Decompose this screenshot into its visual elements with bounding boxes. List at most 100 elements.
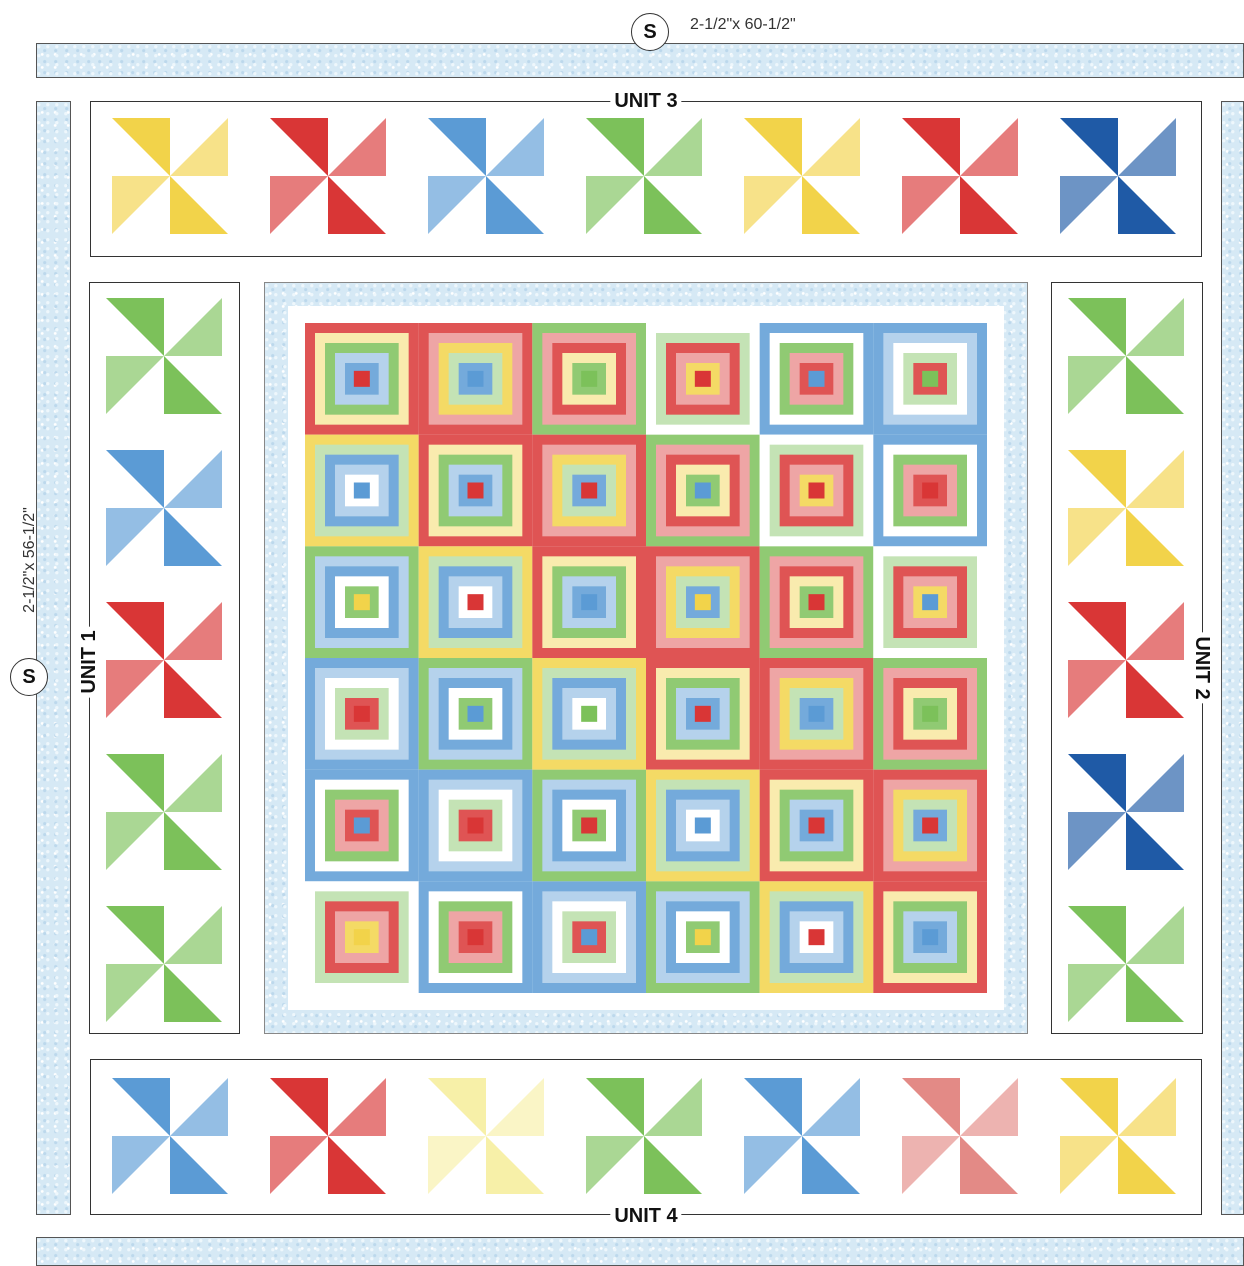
log-cabin-block [419, 770, 533, 882]
unit-3-pinwheel-block [902, 118, 1018, 234]
pinwheel-blade [586, 1078, 644, 1136]
pinwheel-blade [106, 356, 164, 414]
block-center-square [468, 483, 484, 499]
pinwheel-blade [802, 1078, 860, 1136]
unit-2-pinwheel-block [1068, 602, 1184, 718]
pinwheel-blade [106, 508, 164, 566]
block-center-square [922, 594, 938, 610]
block-center-square [354, 818, 370, 834]
pinwheel-blade [170, 176, 228, 234]
pinwheel-blade [744, 1136, 802, 1194]
block-center-square [354, 371, 370, 387]
pinwheel-blade [170, 1136, 228, 1194]
pinwheel-blade [1068, 356, 1126, 414]
pinwheel-blade [1060, 118, 1118, 176]
pinwheel-blade [1126, 906, 1184, 964]
pinwheel-blade [802, 1136, 860, 1194]
pinwheel-blade [586, 176, 644, 234]
pinwheel-blade [644, 176, 702, 234]
log-cabin-block [419, 435, 533, 547]
pinwheel-blade [164, 754, 222, 812]
pinwheel-blade [328, 118, 386, 176]
block-center-square [695, 706, 711, 722]
pinwheel-blade [112, 1078, 170, 1136]
pinwheel-blade [960, 1078, 1018, 1136]
pinwheel-blade [428, 1136, 486, 1194]
pinwheel-blade [902, 1136, 960, 1194]
pinwheel-blade [106, 964, 164, 1022]
pinwheel-blade [106, 450, 164, 508]
log-cabin-block [646, 881, 760, 993]
pinwheel-blade [170, 118, 228, 176]
unit-3-pinwheel-block [270, 118, 386, 234]
bottom-sashing-strip [36, 1237, 1244, 1266]
pinwheel-blade [328, 176, 386, 234]
block-center-square [922, 706, 938, 722]
block-center-square [581, 929, 597, 945]
unit-1-pinwheel-block [106, 754, 222, 870]
unit-4-pinwheel-block [744, 1078, 860, 1194]
pinwheel-blade [902, 1078, 960, 1136]
log-cabin-block [532, 323, 646, 435]
pinwheel-blade [744, 176, 802, 234]
log-cabin-block [760, 323, 874, 435]
unit-4-pinwheel-block [270, 1078, 386, 1194]
pinwheel-blade [1068, 754, 1126, 812]
log-cabin-block [305, 546, 419, 658]
log-cabin-block [646, 546, 760, 658]
pinwheel-blade [644, 118, 702, 176]
block-center-square [922, 371, 938, 387]
log-cabin-block [305, 770, 419, 882]
s-marker-top: S [631, 13, 669, 51]
block-center-square [695, 371, 711, 387]
pinwheel-blade [1060, 1078, 1118, 1136]
log-cabin-block [419, 546, 533, 658]
pinwheel-blade [644, 1078, 702, 1136]
pinwheel-blade [1126, 356, 1184, 414]
log-cabin-block [760, 770, 874, 882]
block-center-square [695, 929, 711, 945]
left-strip-measurement: 2-1/2"x 56-1/2" [21, 507, 39, 613]
pinwheel-blade [902, 118, 960, 176]
log-cabin-block [760, 435, 874, 547]
pinwheel-blade [1068, 964, 1126, 1022]
pinwheel-blade [1126, 602, 1184, 660]
pinwheel-blade [112, 1136, 170, 1194]
pinwheel-blade [164, 964, 222, 1022]
pinwheel-blade [164, 356, 222, 414]
pinwheel-blade [744, 1078, 802, 1136]
unit-1-pinwheel-block [106, 906, 222, 1022]
log-cabin-block [419, 323, 533, 435]
pinwheel-blade [106, 660, 164, 718]
unit-2-pinwheel-block [1068, 754, 1184, 870]
pinwheel-blade [164, 298, 222, 356]
log-cabin-block [873, 770, 987, 882]
log-cabin-block [873, 881, 987, 993]
pinwheel-blade [1126, 754, 1184, 812]
pinwheel-blade [170, 1078, 228, 1136]
log-cabin-quilt [305, 323, 987, 993]
block-center-square [468, 706, 484, 722]
log-cabin-block [873, 658, 987, 770]
pinwheel-blade [112, 176, 170, 234]
unit-4-label: UNIT 4 [610, 1205, 681, 1227]
block-center-square [468, 818, 484, 834]
log-cabin-block [873, 435, 987, 547]
log-cabin-block [532, 435, 646, 547]
unit-1-pinwheel-block [106, 450, 222, 566]
unit-3-pinwheel-block [112, 118, 228, 234]
unit-2-pinwheel-block [1068, 906, 1184, 1022]
block-center-square [354, 594, 370, 610]
pinwheel-blade [328, 1078, 386, 1136]
unit-2-label: UNIT 2 [1191, 632, 1213, 703]
pinwheel-blade [106, 298, 164, 356]
pinwheel-blade [902, 176, 960, 234]
pinwheel-blade [164, 602, 222, 660]
block-center-square [468, 929, 484, 945]
pinwheel-blade [164, 906, 222, 964]
pinwheel-blade [270, 176, 328, 234]
block-center-square [354, 483, 370, 499]
pinwheel-blade [1068, 508, 1126, 566]
block-center-square [354, 706, 370, 722]
pinwheel-blade [1068, 906, 1126, 964]
